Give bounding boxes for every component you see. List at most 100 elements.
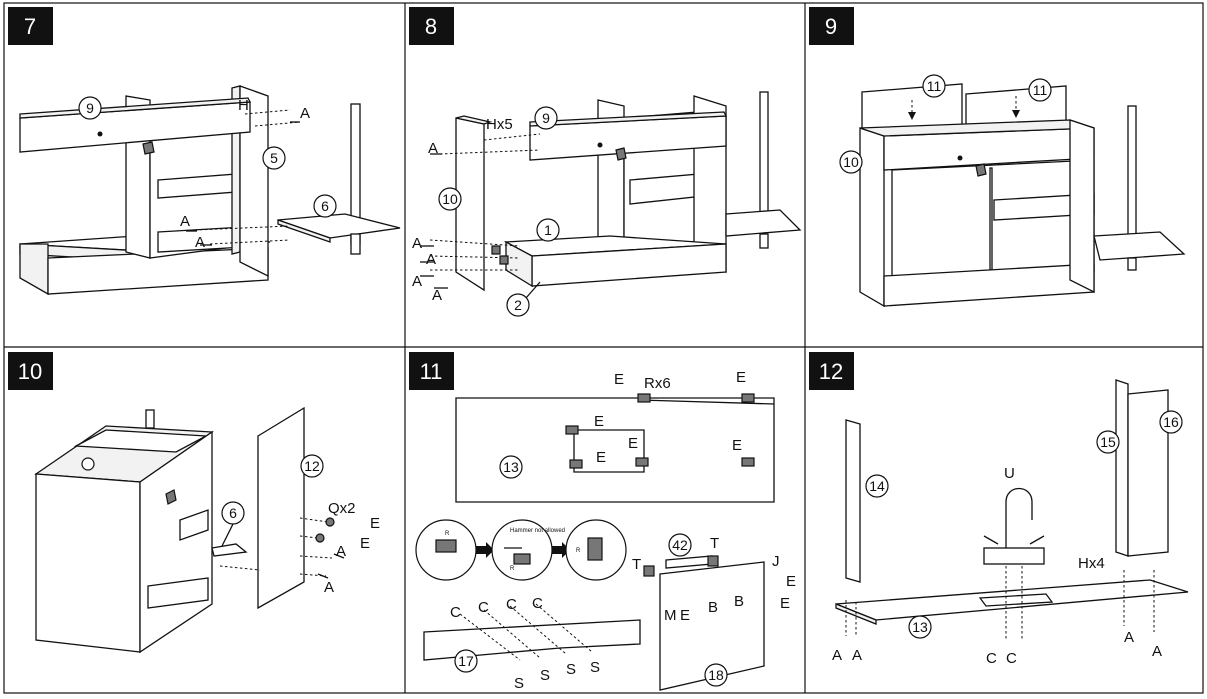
step-8-badge xyxy=(409,7,454,45)
hardware-c-label-1: C xyxy=(450,604,461,621)
part-13-label: 13 xyxy=(503,459,519,475)
shelf-with-drainpipe xyxy=(725,91,802,249)
hardware-a-label-2: A xyxy=(324,579,334,596)
hardware-t-label-1: T xyxy=(632,556,641,573)
bracket-r-label-3: R xyxy=(576,548,581,554)
step-11-badge xyxy=(409,352,454,390)
hardware-b-label-2: B xyxy=(734,593,744,610)
faucet-u xyxy=(983,487,1045,565)
upstand-15 xyxy=(1115,379,1129,557)
hardware-a-label-4: A xyxy=(1152,643,1162,660)
hardware-a-label-2: A xyxy=(180,213,190,230)
cabinet-body xyxy=(34,409,214,654)
hardware-c-label-4: C xyxy=(532,595,543,612)
hardware-h-label: H xyxy=(238,97,249,114)
hardware-e-label-7: E xyxy=(786,573,796,590)
step-12-badge xyxy=(809,352,854,390)
step-7-number: 7 xyxy=(24,14,36,39)
step-11-number: 11 xyxy=(420,359,443,384)
part-9-label: 9 xyxy=(86,100,94,116)
hardware-e-label-8: E xyxy=(780,595,790,612)
hardware-hx5-label: Hx5 xyxy=(486,116,513,133)
worktop-13 xyxy=(455,397,775,503)
hardware-t-label-2: T xyxy=(710,535,719,552)
part-14-label: 14 xyxy=(869,478,885,494)
hardware-e-label-2: E xyxy=(360,535,370,552)
door-18 xyxy=(659,561,765,691)
hardware-e-label-1: E xyxy=(370,515,380,532)
hardware-j-label: J xyxy=(772,553,780,570)
step-8-panel: 8 xyxy=(409,7,802,317)
bracket-r-label-2: R xyxy=(510,566,515,572)
shelf-6 xyxy=(211,543,248,557)
hardware-e-label-9: E xyxy=(680,607,690,624)
step-7-badge xyxy=(8,7,53,45)
hardware-a-label-1: A xyxy=(336,543,346,560)
hardware-s-label-2: S xyxy=(540,667,550,684)
hardware-qx2-label: Qx2 xyxy=(328,500,356,517)
hardware-a-label-1: A xyxy=(832,647,842,664)
hardware-s-label-1: S xyxy=(514,675,524,692)
hardware-b-label-1: B xyxy=(708,599,718,616)
hardware-m-label: M xyxy=(664,607,677,624)
hardware-e-label-2: E xyxy=(736,369,746,386)
part-13-label: 13 xyxy=(912,619,928,635)
assembled-cabinet xyxy=(859,119,1095,308)
part-18-label: 18 xyxy=(708,667,724,683)
front-rail-9 xyxy=(529,111,728,161)
part-2-label: 2 xyxy=(514,297,522,313)
upstand-16 xyxy=(1127,389,1169,557)
step-8-hardware xyxy=(420,133,541,289)
hardware-a-label-2: A xyxy=(852,647,862,664)
step-9-number: 9 xyxy=(825,14,837,39)
step-10-panel: 10 12 6 Qx2 E E A A xyxy=(8,352,380,654)
part-11-label-left: 11 xyxy=(927,78,942,94)
shelf-6-with-drainpipe xyxy=(277,103,401,255)
part-16-label: 16 xyxy=(1163,414,1179,430)
bracket-instruction-sequence: R Hammer not allowed R R xyxy=(415,519,627,581)
part-10-label: 10 xyxy=(843,154,859,170)
hardware-e-label-3: E xyxy=(594,413,604,430)
hardware-hx4-label: Hx4 xyxy=(1078,555,1105,572)
part-15-label: 15 xyxy=(1100,434,1116,450)
panel-grid xyxy=(3,2,1204,694)
part-11-label-right: 11 xyxy=(1033,82,1048,98)
part-42-label: 42 xyxy=(672,537,688,553)
step-11-panel: 11 13 E Rx6 E E E E E R Hammer not allow… xyxy=(409,352,796,692)
hardware-s-label-4: S xyxy=(590,659,600,676)
hammer-note: Hammer not allowed xyxy=(510,528,565,534)
back-panel-12 xyxy=(257,406,305,610)
faucet-u-label: U xyxy=(1004,465,1015,482)
hardware-a-label-4: A xyxy=(412,273,422,290)
hardware-a-label-1: A xyxy=(428,140,438,157)
step-10-badge xyxy=(8,352,53,390)
step-10-number: 10 xyxy=(18,359,42,384)
side-panel-5 xyxy=(231,85,269,278)
hardware-c-label-1: C xyxy=(986,650,997,667)
part-9-label: 9 xyxy=(542,110,550,126)
hardware-e-label-4: E xyxy=(628,435,638,452)
part-6-label: 6 xyxy=(229,505,237,521)
hardware-c-label-2: C xyxy=(478,599,489,616)
hardware-a-label-3: A xyxy=(195,234,205,251)
hardware-s-label-3: S xyxy=(566,661,576,678)
part-17-label: 17 xyxy=(458,653,474,669)
rail-42 xyxy=(665,555,713,569)
hardware-c-label-3: C xyxy=(506,596,517,613)
hardware-e-label-6: E xyxy=(732,437,742,454)
part-10-label: 10 xyxy=(442,191,458,207)
hardware-e-label-1: E xyxy=(614,371,624,388)
hardware-a-label-2: A xyxy=(412,235,422,252)
front-rail-9 xyxy=(19,97,252,153)
bracket-r-label-1: R xyxy=(445,531,450,537)
bottom-board xyxy=(19,235,271,296)
hardware-e-label-5: E xyxy=(596,449,606,466)
step-8-number: 8 xyxy=(425,14,437,39)
part-6-label: 6 xyxy=(321,198,329,214)
step-9-badge xyxy=(809,7,854,45)
hardware-c-label-2: C xyxy=(1006,650,1017,667)
step-12-panel: 12 14 15 16 U Hx4 13 A A C xyxy=(809,352,1189,667)
step-9-panel: 9 11 11 10 xyxy=(809,7,1186,308)
part-12-label: 12 xyxy=(304,458,320,474)
